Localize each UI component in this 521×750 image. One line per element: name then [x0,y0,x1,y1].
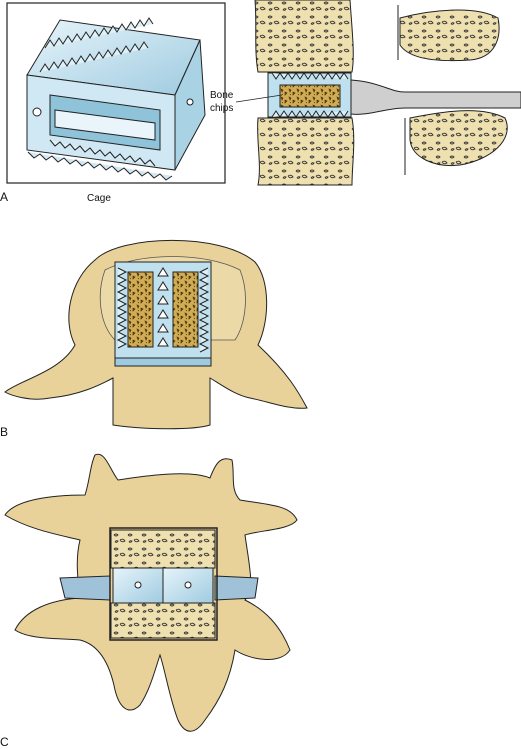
posterior-element-lower [409,110,508,167]
bone-chips-label-line1: Bone [210,90,234,101]
posterior-element-upper [399,9,500,62]
bone-graft-bottom [110,602,216,639]
bone-graft-sagittal [279,84,341,108]
bone-graft-right [172,271,199,348]
bone-graft-top [110,529,216,569]
lower-vertebral-body [257,117,355,186]
upper-vertebral-body [254,0,354,73]
panel-b-letter: B [0,425,8,439]
bone-chips-label-line2: chips [210,103,233,114]
panel-c-letter: C [0,735,9,749]
cage-illustration [26,17,206,181]
panel-a: A Cage Bone chips [0,0,521,204]
cage-caption: Cage [87,193,111,204]
panel-a-letter: A [0,190,8,204]
disc-left [59,575,111,601]
disc-right [214,575,259,601]
panel-b [4,239,308,430]
sagittal-spine-view [254,0,521,186]
panel-c [4,453,298,732]
cage-hole [32,107,42,117]
bone-graft-left [127,271,154,348]
cage-hole [186,98,194,106]
bone-chips-leader [235,94,283,103]
thecal-sac [350,79,521,115]
